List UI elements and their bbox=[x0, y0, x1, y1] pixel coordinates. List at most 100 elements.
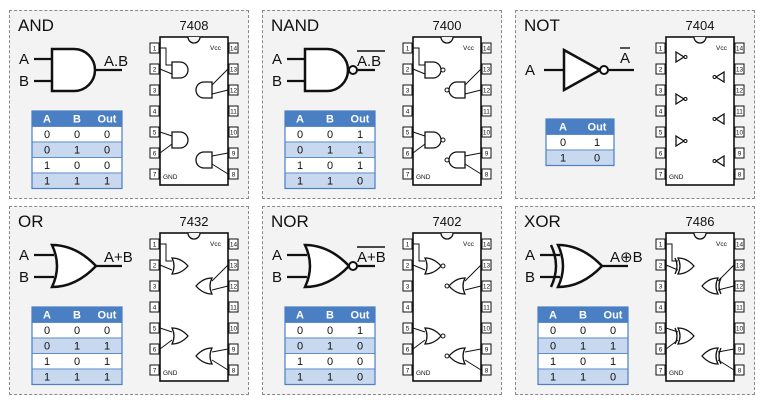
table-cell: 0 bbox=[104, 145, 110, 157]
table-cell: 0 bbox=[580, 356, 586, 368]
table-cell: 0 bbox=[74, 325, 80, 337]
table-cell: 1 bbox=[327, 176, 333, 188]
pin-number: 14 bbox=[230, 242, 238, 249]
gate-name: NOT bbox=[524, 16, 560, 35]
table-cell: 1 bbox=[74, 145, 80, 157]
pin-number: 5 bbox=[153, 326, 157, 333]
table-cell: 1 bbox=[580, 372, 586, 384]
vcc-label: Vcc bbox=[716, 45, 728, 52]
table-cell: 1 bbox=[357, 145, 363, 157]
table-cell: 0 bbox=[610, 325, 616, 337]
pin-number: 2 bbox=[659, 263, 663, 270]
input-b-label: B bbox=[272, 73, 282, 90]
pin-number: 11 bbox=[736, 305, 743, 312]
pin-number: 8 bbox=[485, 368, 489, 375]
table-cell: 0 bbox=[44, 145, 50, 157]
table-cell: 1 bbox=[357, 160, 363, 172]
table-cell: 0 bbox=[610, 372, 616, 384]
pin-number: 10 bbox=[483, 130, 491, 137]
output-label: A⊕B bbox=[610, 249, 643, 266]
pin-number: 2 bbox=[153, 67, 157, 74]
ic-chip-and bbox=[149, 36, 239, 186]
table-cell: 0 bbox=[44, 129, 50, 141]
table-header: B bbox=[579, 310, 587, 322]
pin-number: 11 bbox=[736, 109, 743, 116]
table-header: Out bbox=[604, 310, 623, 322]
table-cell: 0 bbox=[357, 176, 363, 188]
table-cell: 1 bbox=[44, 176, 50, 188]
table-cell: 1 bbox=[74, 176, 80, 188]
table-cell: 0 bbox=[44, 341, 50, 353]
table-cell: 0 bbox=[580, 325, 586, 337]
pin-number: 11 bbox=[483, 109, 490, 116]
table-header: B bbox=[73, 310, 81, 322]
table-cell: 0 bbox=[297, 145, 303, 157]
pin-number: 11 bbox=[483, 305, 490, 312]
pin-number: 4 bbox=[659, 305, 663, 312]
gate-name: AND bbox=[18, 16, 54, 35]
table-cell: 0 bbox=[44, 325, 50, 337]
table-cell: 1 bbox=[610, 341, 616, 353]
input-b-label: B bbox=[19, 73, 29, 90]
table-header: A bbox=[43, 114, 51, 126]
table-cell: 1 bbox=[594, 137, 600, 149]
table-cell: 1 bbox=[104, 372, 110, 384]
vcc-label: Vcc bbox=[716, 241, 728, 248]
pin-number: 10 bbox=[230, 130, 238, 137]
pin-number: 1 bbox=[153, 242, 157, 249]
pin-number: 1 bbox=[406, 46, 410, 53]
pin-number: 14 bbox=[230, 46, 238, 53]
pin-number: 4 bbox=[153, 305, 157, 312]
pin-number: 2 bbox=[153, 263, 157, 270]
pin-number: 6 bbox=[153, 347, 157, 354]
table-header: B bbox=[326, 114, 334, 126]
pin-number: 10 bbox=[736, 130, 744, 137]
pin-number: 14 bbox=[736, 46, 744, 53]
pin-number: 8 bbox=[738, 368, 742, 375]
table-header: A bbox=[296, 114, 304, 126]
vcc-label: Vcc bbox=[463, 241, 475, 248]
output-label: A.B bbox=[104, 53, 128, 70]
pin-number: 11 bbox=[230, 305, 237, 312]
pin-number: 1 bbox=[659, 242, 663, 249]
table-header: A bbox=[296, 310, 304, 322]
gate-symbol-nand bbox=[287, 47, 375, 93]
table-cell: 0 bbox=[74, 356, 80, 368]
table-row: 0 1 0 bbox=[31, 141, 123, 158]
table-cell: 1 bbox=[104, 176, 110, 188]
input-a-label: A bbox=[272, 247, 282, 264]
pin-number: 2 bbox=[406, 263, 410, 270]
table-cell: 0 bbox=[297, 325, 303, 337]
table-cell: 0 bbox=[327, 129, 333, 141]
ic-chip-xor bbox=[655, 232, 745, 382]
gate-symbol-or bbox=[34, 243, 122, 289]
input-a-label: A bbox=[525, 62, 535, 79]
pin-number: 7 bbox=[406, 172, 410, 179]
pin-number: 8 bbox=[738, 172, 742, 179]
input-a-label: A bbox=[525, 247, 535, 264]
pin-number: 6 bbox=[659, 347, 663, 354]
table-cell: 0 bbox=[327, 325, 333, 337]
pin-number: 13 bbox=[483, 67, 491, 74]
pin-number: 5 bbox=[153, 130, 157, 137]
pin-number: 5 bbox=[659, 130, 663, 137]
table-cell: 1 bbox=[44, 356, 50, 368]
input-a-label: A bbox=[19, 51, 29, 68]
table-cell: 0 bbox=[357, 372, 363, 384]
gate-symbol-nor bbox=[287, 243, 375, 289]
pin-number: 3 bbox=[153, 284, 157, 291]
table-cell: 1 bbox=[327, 341, 333, 353]
